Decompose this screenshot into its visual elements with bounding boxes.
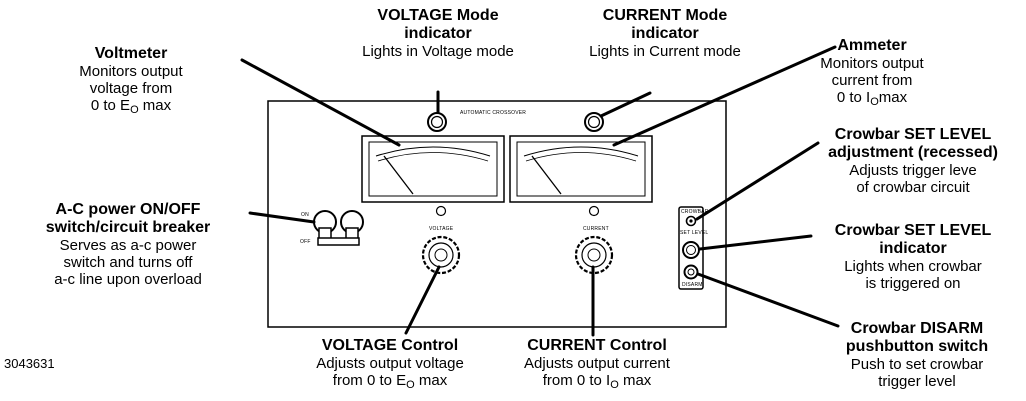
- on-label: ON: [301, 212, 309, 218]
- callout-title: indicator: [879, 240, 947, 257]
- callout-desc: of crowbar circuit: [856, 179, 970, 196]
- callout-desc: Adjusts output voltage: [316, 355, 464, 372]
- callout-title: switch/circuit breaker: [45, 219, 211, 236]
- callout-title: Ammeter: [837, 37, 907, 54]
- callout-title: VOLTAGE Control: [321, 337, 459, 354]
- callout-title: Voltmeter: [94, 45, 168, 62]
- callout-voltage-mode-indicator: VOLTAGE Mode indicator Lights in Voltage…: [328, 7, 548, 60]
- callout-desc: Push to set crowbar: [850, 356, 984, 373]
- callout-desc-post: max: [414, 372, 448, 389]
- callout-crowbar-set-level-adjustment: Crowbar SET LEVEL adjustment (recessed) …: [808, 126, 1018, 196]
- voltage-mode-lamp: [427, 112, 447, 132]
- callout-desc-post: max: [878, 89, 908, 106]
- callout-desc: voltage from: [89, 80, 173, 97]
- callout-voltage-control: VOLTAGE Control Adjusts output voltage f…: [290, 337, 490, 394]
- callout-desc-pre: 0 to E: [90, 97, 131, 114]
- current-knob-label: CURRENT: [583, 226, 609, 232]
- callout-desc: Lights when crowbar: [844, 258, 982, 275]
- crowbar-subpanel: CROWBAR SET LEVEL DISARM: [678, 206, 709, 290]
- callout-desc-post: max: [618, 372, 652, 389]
- voltage-control-knob: VOLTAGE: [421, 205, 461, 275]
- callout-desc: Lights in Voltage mode: [362, 43, 514, 60]
- ac-power-switch: ON OFF: [300, 210, 364, 246]
- callout-desc: Serves as a-c power: [59, 237, 197, 254]
- current-mode-lamp: [584, 112, 604, 132]
- callout-desc-pre: 0 to I: [836, 89, 871, 106]
- callout-title: CURRENT Control: [527, 337, 667, 354]
- voltmeter: [361, 135, 505, 203]
- callout-desc: Adjusts trigger leve: [849, 162, 977, 179]
- callout-desc: a-c line upon overload: [54, 271, 202, 288]
- callout-desc: 0 to EO max: [56, 97, 206, 119]
- callout-title: pushbutton switch: [845, 338, 989, 355]
- callout-desc: Monitors output: [820, 55, 924, 72]
- callout-crowbar-set-level-indicator: Crowbar SET LEVEL indicator Lights when …: [808, 222, 1018, 292]
- callout-desc: from 0 to EO max: [290, 372, 490, 394]
- callout-current-control: CURRENT Control Adjusts output current f…: [497, 337, 697, 394]
- callout-desc-post: max: [138, 97, 172, 114]
- callout-desc-pre: from 0 to E: [332, 372, 407, 389]
- callout-desc: is triggered on: [865, 275, 961, 292]
- voltage-knob-label: VOLTAGE: [429, 226, 454, 232]
- callout-desc-sub: O: [870, 96, 879, 108]
- callout-desc: Adjusts output current: [524, 355, 670, 372]
- callout-desc: trigger level: [878, 373, 956, 390]
- off-label: OFF: [300, 239, 311, 245]
- callout-desc: Monitors output: [79, 63, 183, 80]
- callout-title: indicator: [631, 25, 699, 42]
- callout-title: VOLTAGE Mode: [377, 7, 499, 24]
- figure-id: 3043631: [4, 356, 55, 371]
- callout-title: A-C power ON/OFF: [55, 201, 201, 218]
- callout-desc: 0 to IOmax: [812, 89, 932, 111]
- callout-ammeter: Ammeter Monitors output current from 0 t…: [812, 37, 932, 111]
- callout-desc-sub: O: [406, 379, 415, 391]
- callout-desc: from 0 to IO max: [497, 372, 697, 394]
- callout-title: Crowbar SET LEVEL: [834, 222, 992, 239]
- callout-desc: switch and turns off: [63, 254, 193, 271]
- callout-title: Crowbar DISARM: [850, 320, 984, 337]
- callout-voltmeter: Voltmeter Monitors output voltage from 0…: [56, 45, 206, 119]
- disarm-label: DISARM: [682, 282, 703, 288]
- callout-desc: Lights in Current mode: [589, 43, 741, 60]
- callout-desc-sub: O: [610, 379, 619, 391]
- callout-desc-sub: O: [130, 104, 139, 116]
- callout-title: indicator: [404, 25, 472, 42]
- front-panel: [267, 100, 727, 328]
- callout-title: Crowbar SET LEVEL: [834, 126, 992, 143]
- callout-ac-power-switch: A-C power ON/OFF switch/circuit breaker …: [12, 201, 244, 288]
- callout-title: CURRENT Mode: [602, 7, 728, 24]
- callout-title: adjustment (recessed): [828, 144, 998, 161]
- panel-top-label: AUTOMATIC CROSSOVER: [460, 110, 526, 116]
- callout-current-mode-indicator: CURRENT Mode indicator Lights in Current…: [555, 7, 775, 60]
- set-level-label: SET LEVEL: [680, 230, 708, 236]
- ammeter: [509, 135, 653, 203]
- crowbar-label: CROWBAR: [681, 209, 709, 215]
- current-control-knob: CURRENT: [574, 205, 614, 275]
- leader-lines: [240, 45, 840, 337]
- callout-desc: current from: [831, 72, 913, 89]
- callout-desc-pre: from 0 to I: [542, 372, 611, 389]
- callout-crowbar-disarm: Crowbar DISARM pushbutton switch Push to…: [822, 320, 1012, 390]
